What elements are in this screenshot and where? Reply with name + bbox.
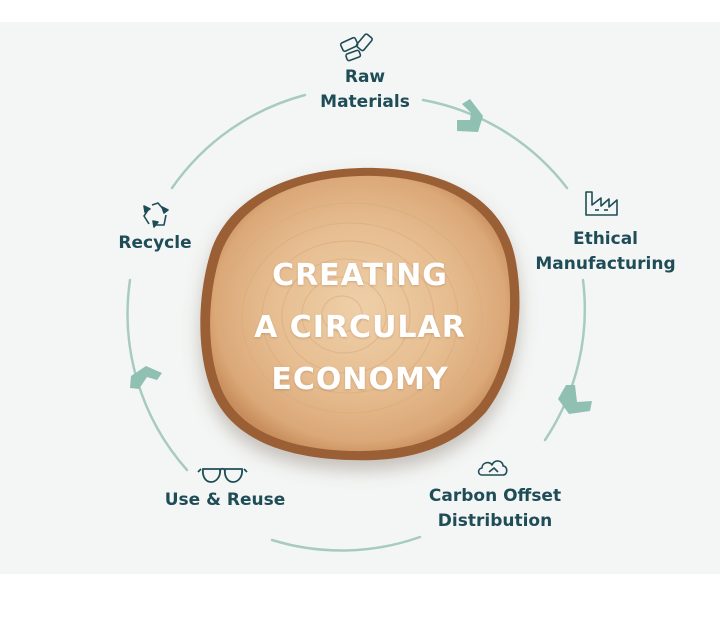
arrow-top-right [457, 99, 483, 132]
stage-ethical-manufacturing-line2: Manufacturing [535, 254, 676, 274]
stage-carbon-offset: Carbon Offset Distribution [410, 484, 580, 534]
materials-icon [339, 33, 373, 62]
stage-raw-materials-line1: Raw [344, 67, 386, 87]
center-title: CREATING A CIRCULAR ECONOMY [225, 250, 495, 406]
stage-recycle-line1: Recycle [118, 233, 192, 253]
stage-ethical-manufacturing: Ethical Manufacturing [523, 227, 688, 277]
cloud-icon [477, 460, 508, 476]
stage-use-reuse: Use & Reuse [150, 488, 300, 513]
wood-face [210, 175, 511, 452]
stage-carbon-offset-line2: Distribution [437, 511, 553, 531]
center-title-line2: A CIRCULAR [254, 310, 466, 345]
stage-use-reuse-line1: Use & Reuse [164, 490, 286, 510]
arrow-right [558, 385, 592, 414]
cycle-arc-right [543, 278, 587, 442]
arrow-left [130, 366, 162, 389]
factory-icon [585, 191, 618, 216]
cycle-arc-top-left [170, 93, 307, 190]
stage-raw-materials: Raw Materials [305, 65, 425, 115]
tree-rings [221, 202, 483, 434]
center-title-line3: ECONOMY [271, 362, 449, 397]
direction-arrows [130, 99, 592, 414]
cycle-arc-top-right [421, 98, 569, 190]
stage-ethical-manufacturing-line1: Ethical [572, 229, 639, 249]
stage-raw-materials-line2: Materials [320, 92, 410, 112]
wood-slice [200, 167, 520, 461]
cycle-arc-bottom-right [270, 535, 422, 552]
center-title-line1: CREATING [272, 258, 448, 293]
glasses-icon [197, 467, 248, 483]
recycle-icon [143, 202, 169, 228]
stage-recycle: Recycle [100, 231, 210, 256]
stage-carbon-offset-line1: Carbon Offset [428, 486, 562, 506]
